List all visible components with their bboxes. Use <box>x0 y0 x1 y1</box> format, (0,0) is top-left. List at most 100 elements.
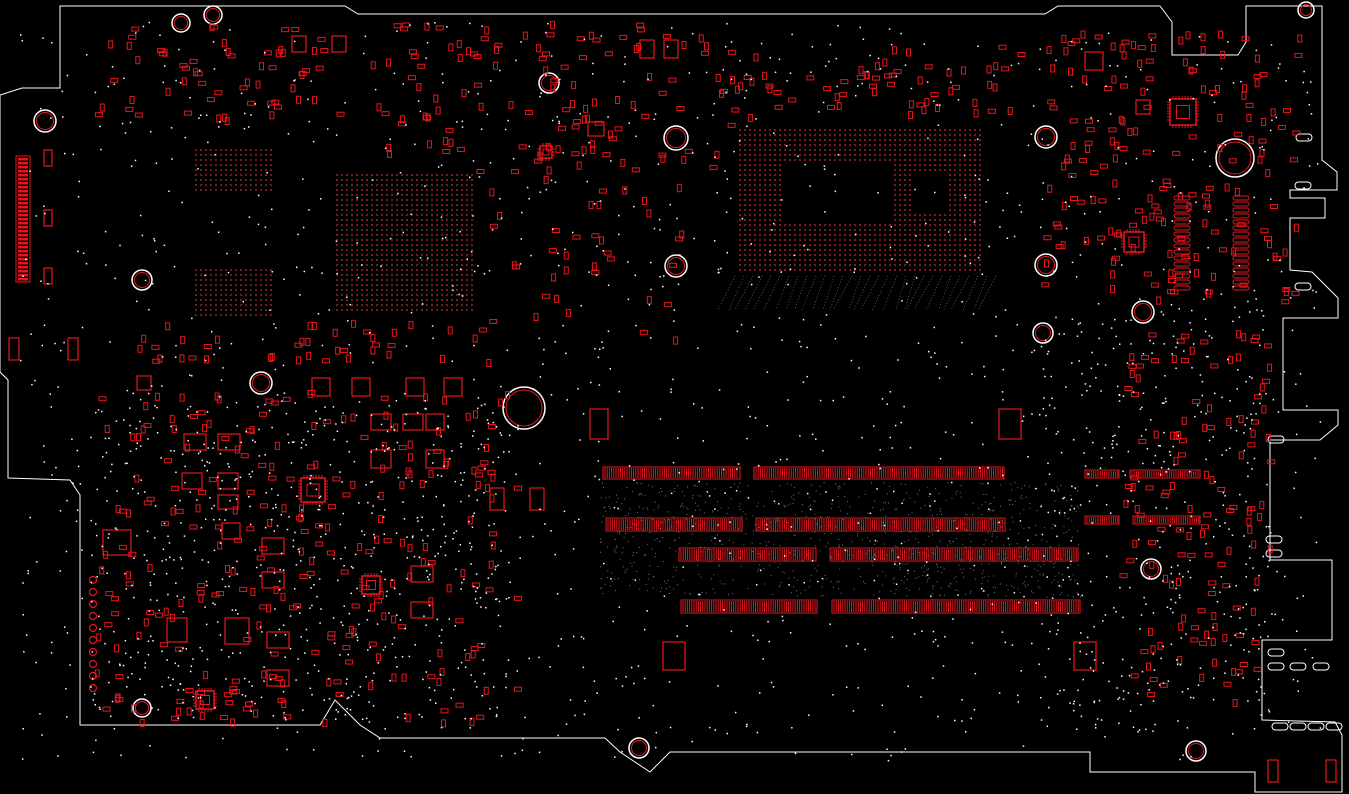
smd-part <box>435 25 444 31</box>
bga-pad <box>889 254 891 256</box>
edge-pad <box>1265 549 1283 558</box>
bga-pad <box>774 229 776 231</box>
edge-pad <box>1295 133 1313 142</box>
bga-pad <box>874 229 876 231</box>
bga-pad <box>416 254 418 256</box>
bga-pad <box>834 259 836 261</box>
mounting-hole <box>249 371 273 395</box>
silk-dot <box>758 553 760 555</box>
bga-pad <box>949 164 951 166</box>
silk-dot <box>919 554 921 556</box>
smd-part <box>437 649 443 658</box>
mounting-hole <box>174 16 188 30</box>
bga-pad <box>416 219 418 221</box>
bga-pad <box>386 239 388 241</box>
smd-part <box>1167 278 1176 284</box>
dimm-slot <box>831 599 1081 614</box>
bga-pad <box>466 274 468 276</box>
bga-pad <box>789 249 791 251</box>
mounting-hole <box>1297 1 1315 19</box>
bga-pad <box>954 189 956 191</box>
bga-pad <box>944 169 946 171</box>
bga-pad <box>804 234 806 236</box>
bga-pad <box>341 204 343 206</box>
bga-pad <box>959 199 961 201</box>
bga-pad <box>200 164 202 166</box>
smd-part <box>230 718 236 727</box>
bga-pad <box>889 129 891 131</box>
bga-pad <box>466 219 468 221</box>
bga-pad <box>456 199 458 201</box>
smd-part <box>256 621 262 630</box>
smd-part <box>1090 170 1099 176</box>
bga-pad <box>371 189 373 191</box>
bga-pad <box>356 244 358 246</box>
bga-pad <box>426 279 428 281</box>
bga-pad <box>351 304 353 306</box>
bga-pad <box>336 299 338 301</box>
bga-pad <box>874 154 876 156</box>
silk-dot <box>614 548 616 550</box>
silk-dot <box>682 503 684 505</box>
bga-pad <box>235 154 237 156</box>
bga-pad <box>969 239 971 241</box>
bga-pad <box>431 229 433 231</box>
component-package <box>67 337 79 361</box>
bga-pad <box>894 269 896 271</box>
silk-dot <box>696 555 698 557</box>
silk-dot <box>654 501 656 503</box>
bga-pad <box>406 284 408 286</box>
bga-pad <box>819 129 821 131</box>
bga-pad <box>809 234 811 236</box>
bga-pad <box>759 264 761 266</box>
smd-part <box>840 79 849 85</box>
bga-pad <box>799 159 801 161</box>
bga-pad <box>919 269 921 271</box>
pill-pad <box>1173 285 1191 291</box>
bga-pad <box>461 174 463 176</box>
smd-part <box>1157 641 1163 650</box>
silk-dot <box>1023 565 1025 567</box>
bga-pad <box>909 164 911 166</box>
bga-pad <box>759 149 761 151</box>
bga-pad <box>949 179 951 181</box>
bga-pad <box>739 159 741 161</box>
silk-dot <box>719 565 721 567</box>
mounting-hole <box>33 109 57 133</box>
silk-dot <box>993 497 995 499</box>
bga-pad <box>809 269 811 271</box>
smd-part <box>485 587 494 593</box>
bga-pad <box>794 159 796 161</box>
bga-pad <box>361 179 363 181</box>
silk-dot <box>837 488 839 490</box>
bga-pad <box>451 304 453 306</box>
bga-pad <box>779 234 781 236</box>
bga-pad <box>949 219 951 221</box>
smd-part <box>206 97 215 103</box>
bga-pad <box>759 249 761 251</box>
pill-pad <box>1173 249 1191 255</box>
bga-pad <box>884 134 886 136</box>
silk-dot <box>1064 515 1066 517</box>
smd-part <box>1171 355 1177 364</box>
bga-pad <box>924 164 926 166</box>
bga-pad <box>929 169 931 171</box>
parts-top-left <box>94 23 345 125</box>
smd-part <box>1167 249 1173 258</box>
bga-pad <box>220 299 222 301</box>
smd-part <box>1147 692 1156 698</box>
smd-part <box>422 543 428 552</box>
bga-pad <box>386 294 388 296</box>
silk-dot <box>835 483 837 485</box>
bga-pad <box>416 194 418 196</box>
bga-pad <box>849 139 851 141</box>
bga-pad <box>401 244 403 246</box>
bga-pad <box>381 189 383 191</box>
silk-dot <box>891 550 893 552</box>
bga-pad <box>260 184 262 186</box>
bga-pad <box>205 289 207 291</box>
silk-dot <box>959 492 961 494</box>
bga-pad <box>934 164 936 166</box>
silk-dot <box>625 532 627 534</box>
bga-pad <box>230 184 232 186</box>
